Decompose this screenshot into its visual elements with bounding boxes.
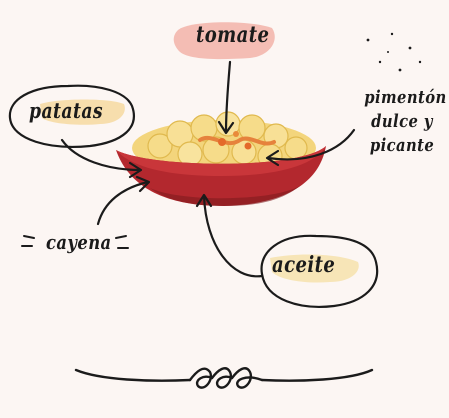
- tomate-label: tomate: [196, 22, 269, 48]
- aceite-label: aceite: [272, 252, 335, 278]
- patatas-label: patatas: [29, 98, 103, 123]
- aceite-arrow: [204, 196, 262, 276]
- pimenton-label: pimentón dulce y picante: [364, 86, 439, 158]
- sparkle-dots: [367, 33, 422, 72]
- cayena-label: cayena: [46, 230, 112, 254]
- flourish-divider: [76, 368, 372, 387]
- cayena-arrow: [98, 182, 148, 224]
- pimenton-line-3: picante: [364, 134, 439, 158]
- pimenton-line-1: pimentón: [364, 86, 439, 110]
- pimenton-line-2: dulce y: [364, 110, 439, 134]
